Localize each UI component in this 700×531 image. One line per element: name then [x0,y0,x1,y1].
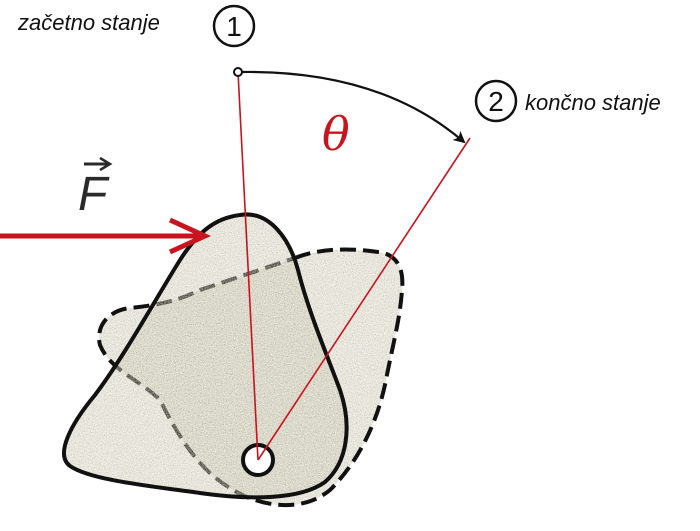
initial-state-label: začetno stanje [17,10,160,35]
state-1-number: 1 [226,11,242,42]
initial-point-marker [233,67,243,77]
state-1-badge [212,4,256,48]
initial-state-line [237,71,259,461]
body-initial-state [62,212,349,500]
angle-theta-label: θ [322,107,350,161]
state-2-badge [474,79,518,123]
force-arrow-head-icon [168,217,212,255]
force-vector-bar-arrow-icon [99,156,113,172]
final-state-label: končno stanje [525,90,661,115]
final-state-line [257,137,471,461]
state-2-number: 2 [488,86,504,117]
rotation-arc-arrow [241,70,466,144]
force-label: F [78,168,110,221]
